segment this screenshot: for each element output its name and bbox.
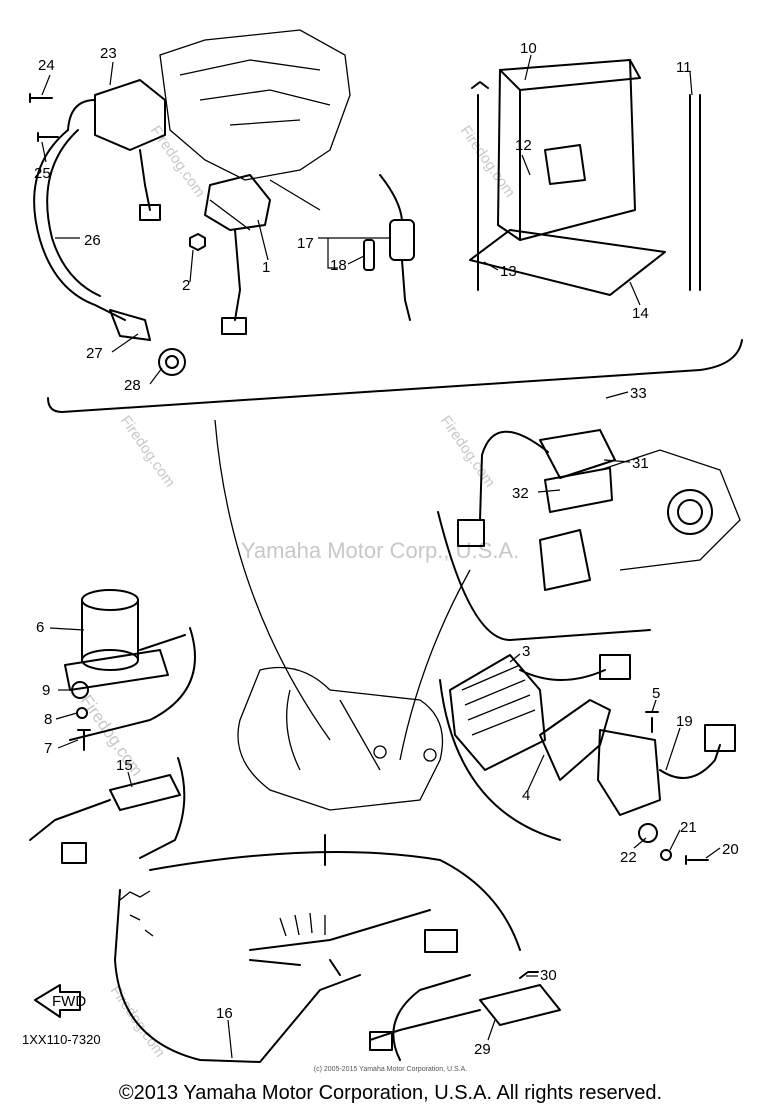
fwd-arrow: FWD: [34, 984, 86, 1018]
atv-outline: [214, 419, 471, 811]
watermarks: Yamaha Motor Corp., U.S.A. Firedog.com F…: [77, 123, 519, 1061]
callout-leaders: [41, 54, 721, 1059]
ignition-coil: [67, 79, 166, 221]
callout-16: 16: [216, 1005, 233, 1022]
breather-hose: [689, 94, 701, 291]
watermark-site-1: Firedog.com: [147, 123, 209, 201]
callout-25: 25: [34, 165, 51, 182]
part-code: 1XX110-7320: [22, 1032, 101, 1047]
starter-relay: [189, 174, 271, 335]
callout-31: 31: [632, 455, 649, 472]
callout-4: 4: [522, 787, 530, 804]
battery-cable: [471, 81, 489, 291]
callout-33: 33: [630, 385, 647, 402]
callout-10: 10: [520, 40, 537, 57]
callout-1: 1: [262, 259, 270, 276]
watermark-site-6: Firedog.com: [107, 983, 169, 1061]
neutral-switch: [29, 757, 186, 864]
pickup-unit: [457, 429, 741, 591]
callout-28: 28: [124, 377, 141, 394]
callout-29: 29: [474, 1041, 491, 1058]
callout-11: 11: [676, 59, 692, 76]
callout-22: 22: [620, 849, 637, 866]
callout-19: 19: [676, 713, 693, 730]
callout-7: 7: [44, 740, 52, 757]
frame-sketch: [159, 29, 351, 231]
copyright-notice: ©2013 Yamaha Motor Corporation, U.S.A. A…: [118, 1082, 663, 1104]
cutoff-switch: [369, 971, 561, 1061]
callout-32: 32: [512, 485, 529, 502]
wire-harness: [114, 834, 521, 1063]
callout-13: 13: [500, 263, 517, 280]
callout-3: 3: [522, 643, 530, 660]
callout-9: 9: [42, 682, 50, 699]
callout-12: 12: [515, 137, 532, 154]
callout-26: 26: [84, 232, 101, 249]
callout-18: 18: [330, 257, 347, 274]
watermark-site-2: Firedog.com: [457, 123, 519, 201]
watermark-site-3: Firedog.com: [117, 413, 179, 491]
spark-plug-lead-outer: [46, 129, 101, 297]
plug-cap: [109, 309, 186, 376]
group-bracket-center: [439, 679, 561, 841]
spark-plug-lead: [33, 129, 126, 321]
callout-5: 5: [652, 685, 660, 702]
fwd-label: FWD: [52, 993, 86, 1010]
callout-6: 6: [36, 619, 44, 636]
callout-17: 17: [297, 235, 314, 252]
coil-bolts: [29, 93, 59, 142]
callout-15: 15: [116, 757, 133, 774]
callout-8: 8: [44, 711, 52, 728]
fuse-holder: [318, 174, 415, 321]
watermark-site-4: Firedog.com: [437, 413, 499, 491]
callout-30: 30: [540, 967, 557, 984]
callout-21: 21: [680, 819, 697, 836]
battery: [469, 59, 666, 296]
group-bracket-right: [437, 511, 651, 641]
starter-motor: [64, 589, 186, 691]
callout-2: 2: [182, 277, 190, 294]
callout-20: 20: [722, 841, 739, 858]
group-bracket-left: [69, 627, 196, 741]
callout-27: 27: [86, 345, 103, 362]
callout-24: 24: [38, 57, 55, 74]
callout-23: 23: [100, 45, 117, 62]
callout-14: 14: [632, 305, 649, 322]
group-bracket-top: [47, 339, 743, 413]
callout-labels: 24 23 25 26 2 1 17 18 10 11 12 13 14 27 …: [34, 40, 739, 1058]
watermark-center: Yamaha Motor Corp., U.S.A.: [241, 538, 519, 563]
small-copyright: (c) 2005-2015 Yamaha Motor Corporation, …: [313, 1066, 468, 1073]
